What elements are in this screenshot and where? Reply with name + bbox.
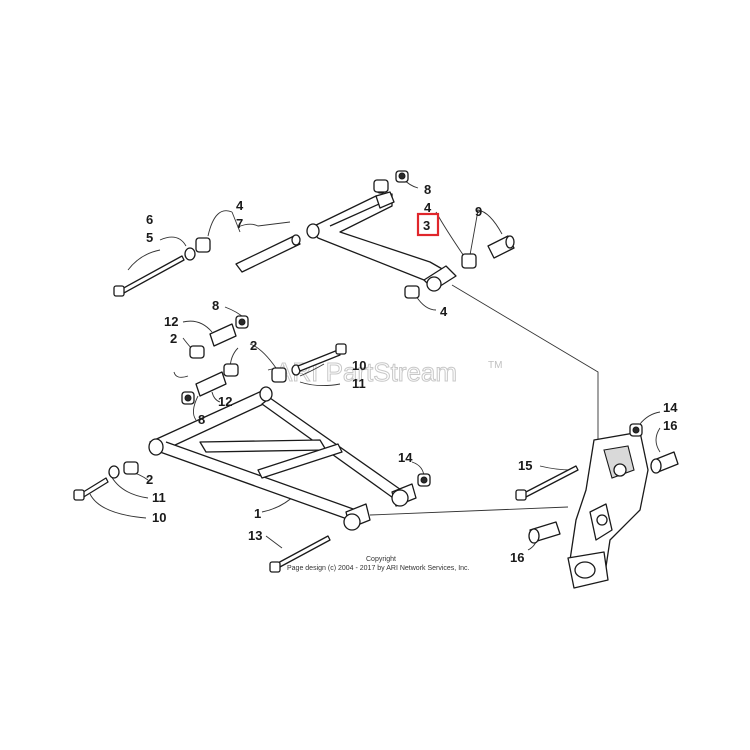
callout-left-5[interactable]: 5 [146,230,153,245]
callout-low-13[interactable]: 13 [248,528,262,543]
callout-mid-8b[interactable]: 8 [198,412,205,427]
copyright-line1: Copyright [366,556,396,563]
callout-mid-2a[interactable]: 2 [170,331,177,346]
callout-low-1[interactable]: 1 [254,506,261,521]
callout-left-4[interactable]: 4 [236,198,244,213]
spindle-knuckle [515,423,679,589]
lower-a-arm [148,386,417,531]
callout-upper-3[interactable]: 3 [423,218,430,233]
left-bushing [195,237,211,253]
callout-labels: 8 4 3 9 4 4 7 6 5 8 12 2 2 10 11 12 8 2 … [146,182,678,565]
callout-right-14[interactable]: 14 [663,400,678,415]
callout-mid-2b[interactable]: 2 [250,338,257,353]
watermark-trademark: TM [488,360,502,371]
callout-low-2[interactable]: 2 [146,472,153,487]
callout-low-14[interactable]: 14 [398,450,413,465]
callout-mid-11a[interactable]: 11 [352,376,366,391]
callout-upper-8[interactable]: 8 [424,182,431,197]
callout-mid-8a[interactable]: 8 [212,298,219,313]
upper-bushing-c [461,253,477,269]
callout-upper-9[interactable]: 9 [475,204,482,219]
callout-mid-10a[interactable]: 10 [352,358,366,373]
callout-low-11[interactable]: 11 [152,490,166,505]
bolt-13 [275,535,331,569]
callout-left-6[interactable]: 6 [146,212,153,227]
upper-bushing-b [404,285,420,299]
callout-upper-4b[interactable]: 4 [440,304,448,319]
callout-mid-12a[interactable]: 12 [164,314,178,329]
callout-right-16b[interactable]: 16 [510,550,524,565]
callout-right-16a[interactable]: 16 [663,418,677,433]
lower-bushing [123,461,139,475]
upper-bushing-a [373,179,389,193]
callout-highlight-box [416,212,440,237]
long-bolt [119,255,185,295]
pivot-shaft [235,235,301,273]
copyright-line2: Page design (c) 2004 - 2017 by ARI Netwo… [287,565,470,572]
callout-upper-4a[interactable]: 4 [424,200,432,215]
washer [184,247,196,261]
middle-hardware [181,315,347,405]
callout-left-7[interactable]: 7 [236,216,243,231]
callout-mid-12b[interactable]: 12 [218,394,232,409]
upper-a-arm [306,180,457,292]
callout-right-15[interactable]: 15 [518,458,532,473]
watermark-text: ARI PartStream [275,357,457,387]
callout-low-10[interactable]: 10 [152,510,166,525]
upper-bushings [373,170,515,299]
